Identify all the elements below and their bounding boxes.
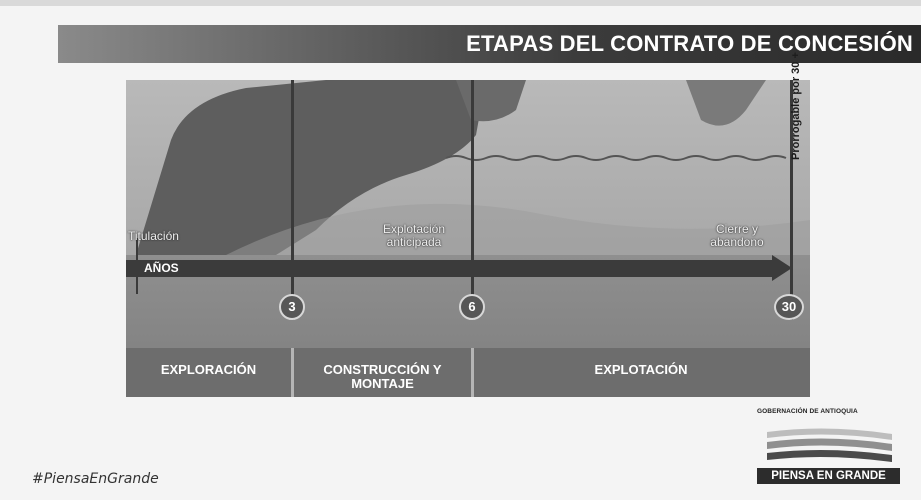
logo-bottom-text: PIENSA EN GRANDE (757, 468, 900, 484)
stage-label-exploracion: EXPLORACIÓN (160, 362, 257, 377)
stage-panel-construccion (294, 348, 471, 397)
phase-label-titulacion: Titulación (128, 229, 179, 243)
years-axis-label: AÑOS (144, 261, 179, 275)
logo-top-text: GOBERNACIÓN DE ANTIOQUIA (757, 408, 858, 415)
top-rule (0, 0, 921, 6)
years-arrow-head (772, 255, 792, 281)
stage-panel-explotacion (474, 348, 810, 397)
title-bar: ETAPAS DEL CONTRATO DE CONCESIÓN (58, 25, 921, 63)
phase-label-cierre: Cierre y abandono (710, 222, 764, 249)
gobernacion-logo: GOBERNACIÓN DE ANTIOQUIA PIENSA EN GRAND… (757, 408, 900, 484)
year-marker-3: 3 (279, 294, 305, 320)
stage-separator (291, 348, 294, 397)
hashtag: #PiensaEnGrande (32, 471, 159, 487)
year-marker-6: 6 (459, 294, 485, 320)
logo-stripes-icon (767, 428, 892, 462)
page-title: ETAPAS DEL CONTRATO DE CONCESIÓN (466, 31, 913, 56)
stage-divider-6 (471, 80, 474, 320)
stage-label-construccion: CONSTRUCCIÓN Y MONTAJE (323, 362, 442, 391)
phase-label-explotacion-anticipada: Explotación anticipada (382, 222, 446, 249)
stage-divider-30 (790, 80, 793, 320)
stage-separator (471, 348, 474, 397)
year-marker-30: 30 (774, 294, 804, 320)
stage-divider-3 (291, 80, 294, 320)
years-arrow (126, 260, 774, 277)
stage-panel-exploracion (126, 348, 291, 397)
stage-label-explotacion: EXPLOTACIÓN (594, 362, 688, 377)
contract-stages-diagram: Titulación Explotación anticipada Cierre… (126, 80, 810, 397)
prorrogable-label: Prorrogable por 30 + (790, 52, 802, 160)
